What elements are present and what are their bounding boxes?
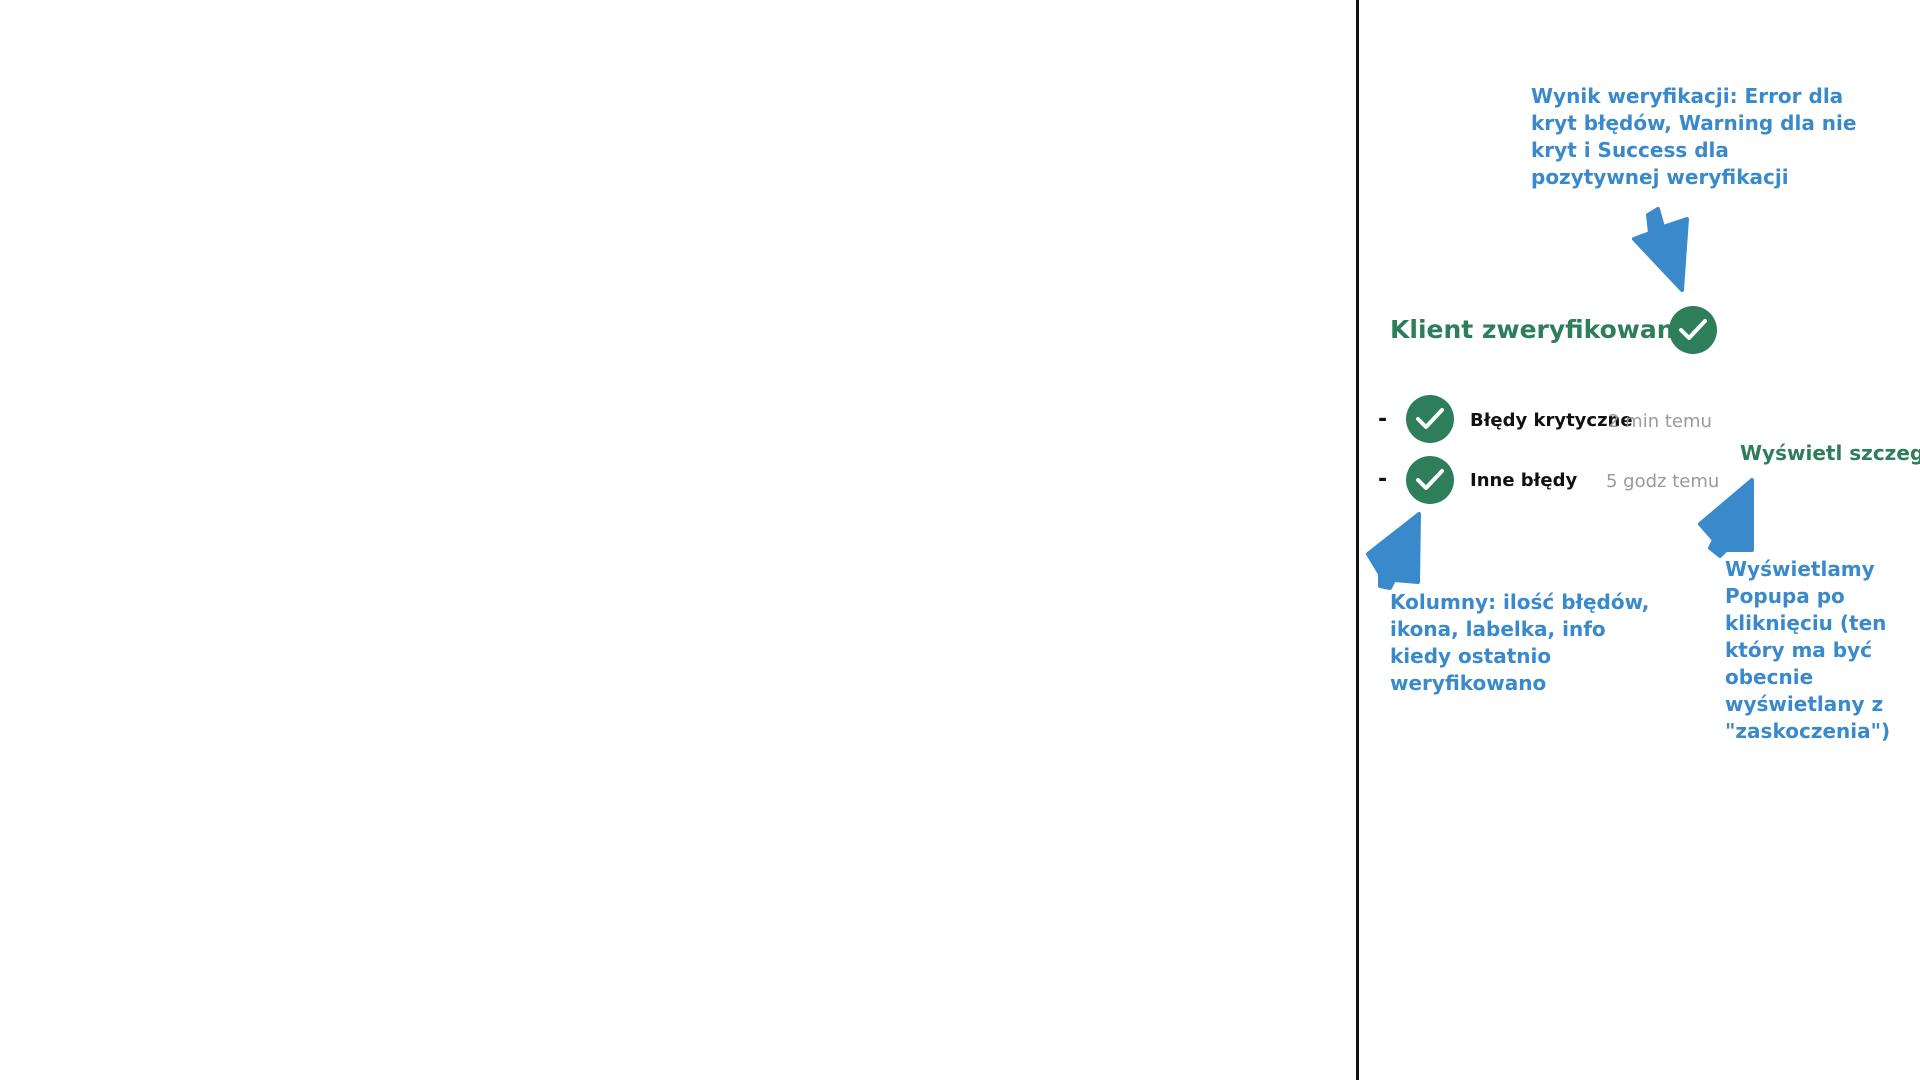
vertical-divider xyxy=(1356,0,1359,1080)
row-check-icon xyxy=(1406,456,1454,504)
columns-annotation: Kolumny: ilość błędów, ikona, labelka, i… xyxy=(1390,590,1650,695)
row-time: 2 min temu xyxy=(1608,411,1712,432)
status-check-icon xyxy=(1669,306,1717,354)
row-check-icon xyxy=(1406,395,1454,443)
row-count: - xyxy=(1378,407,1388,432)
result-arrow-icon xyxy=(1632,207,1689,292)
columns-arrow-icon xyxy=(1366,512,1421,590)
row-time: 5 godz temu xyxy=(1606,471,1720,492)
row-label: Błędy krytyczne xyxy=(1470,410,1633,431)
result-annotation: Wynik weryfikacji: Error dla kryt błędów… xyxy=(1531,84,1857,189)
row-label: Inne błędy xyxy=(1470,470,1578,491)
popup-arrow-icon xyxy=(1698,478,1754,558)
popup-annotation: Wyświetlamy Popupa po kliknięciu (ten kt… xyxy=(1725,557,1891,743)
status-title: Klient zweryfikowany xyxy=(1390,315,1691,344)
details-link[interactable]: Wyświetl szczegóły xyxy=(1740,441,1920,465)
row-count: - xyxy=(1378,467,1388,492)
